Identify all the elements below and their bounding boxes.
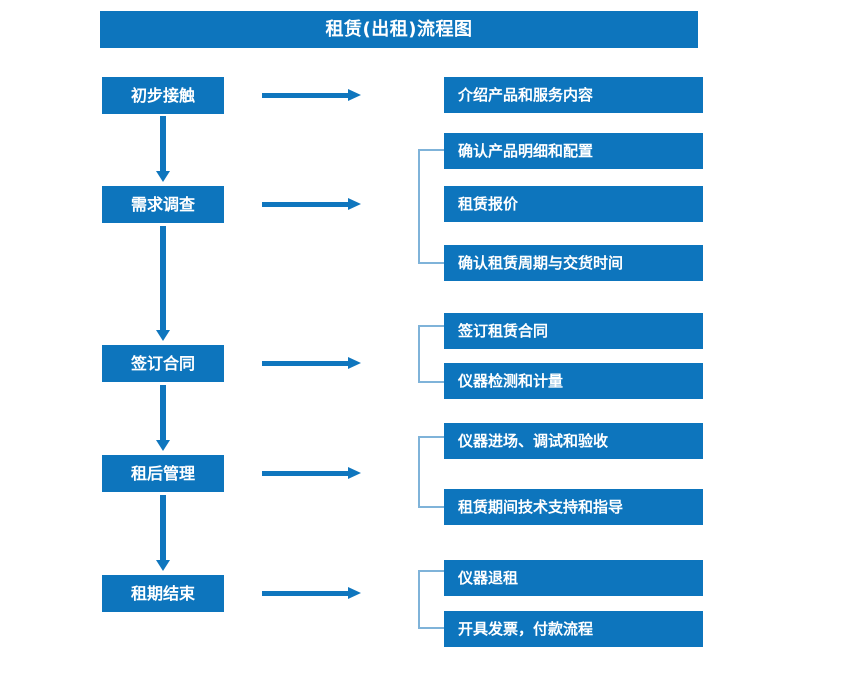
arrow-right-icon-4 <box>262 467 361 479</box>
detail-box-6[interactable]: 仪器检测和计量 <box>444 363 703 399</box>
detail-box-2[interactable]: 确认产品明细和配置 <box>444 133 703 169</box>
arrow-right-icon-3 <box>262 357 361 369</box>
detail-label-7: 仪器进场、调试和验收 <box>458 431 609 450</box>
detail-box-10[interactable]: 开具发票，付款流程 <box>444 611 703 647</box>
square-bracket-icon-3 <box>418 436 444 508</box>
arrow-down-icon-3 <box>156 385 170 451</box>
diagram-title-banner: 租赁(出租)流程图 <box>100 11 698 48</box>
detail-box-1[interactable]: 介绍产品和服务内容 <box>444 77 703 113</box>
detail-box-5[interactable]: 签订租赁合同 <box>444 313 703 349</box>
square-bracket-icon-1 <box>418 149 444 264</box>
arrow-right-icon-1 <box>262 89 361 101</box>
stage-box-4[interactable]: 租后管理 <box>102 455 224 492</box>
detail-label-10: 开具发票，付款流程 <box>458 619 594 638</box>
detail-label-2: 确认产品明细和配置 <box>458 141 594 160</box>
detail-label-6: 仪器检测和计量 <box>458 371 564 390</box>
square-bracket-icon-4 <box>418 570 444 629</box>
detail-box-9[interactable]: 仪器退租 <box>444 560 703 596</box>
detail-label-5: 签订租赁合同 <box>458 321 549 340</box>
diagram-title: 租赁(出租)流程图 <box>325 18 473 40</box>
detail-label-3: 租赁报价 <box>458 194 519 213</box>
detail-label-1: 介绍产品和服务内容 <box>458 85 594 104</box>
square-bracket-icon-2 <box>418 325 444 383</box>
stage-box-2[interactable]: 需求调查 <box>102 186 224 223</box>
detail-label-8: 租赁期间技术支持和指导 <box>458 497 624 516</box>
stage-label-3: 签订合同 <box>130 353 195 373</box>
stage-box-3[interactable]: 签订合同 <box>102 345 224 382</box>
stage-box-5[interactable]: 租期结束 <box>102 575 224 612</box>
detail-box-4[interactable]: 确认租赁周期与交货时间 <box>444 245 703 281</box>
arrow-right-icon-2 <box>262 198 361 210</box>
detail-label-9: 仪器退租 <box>458 568 519 587</box>
stage-box-1[interactable]: 初步接触 <box>102 77 224 114</box>
detail-box-7[interactable]: 仪器进场、调试和验收 <box>444 423 703 459</box>
arrow-down-icon-4 <box>156 495 170 571</box>
stage-label-1: 初步接触 <box>130 85 195 105</box>
stage-label-4: 租后管理 <box>130 463 195 483</box>
stage-label-5: 租期结束 <box>130 583 195 603</box>
detail-label-4: 确认租赁周期与交货时间 <box>458 253 624 272</box>
arrow-down-icon-1 <box>156 116 170 182</box>
detail-box-3[interactable]: 租赁报价 <box>444 186 703 222</box>
arrow-down-icon-2 <box>156 226 170 341</box>
stage-label-2: 需求调查 <box>130 194 195 214</box>
arrow-right-icon-5 <box>262 587 361 599</box>
detail-box-8[interactable]: 租赁期间技术支持和指导 <box>444 489 703 525</box>
